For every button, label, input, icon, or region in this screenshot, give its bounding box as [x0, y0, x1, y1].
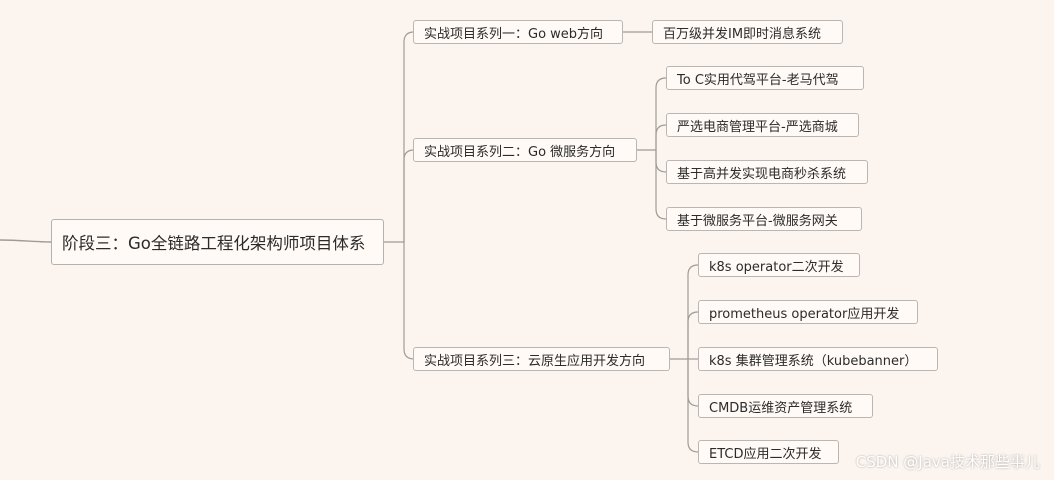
leaf-node-label: ETCD应用二次开发	[709, 446, 822, 462]
leaf-node-label: 严选电商管理平台-严选商城	[677, 119, 838, 135]
branch-node-3[interactable]: 实战项目系列三：云原生应用开发方向	[413, 347, 670, 371]
branch-node-label: 实战项目系列一：Go web方向	[424, 26, 604, 42]
connector-b2-c4	[655, 150, 667, 220]
connector-b2-c1	[655, 77, 667, 150]
leaf-node-label: k8s operator二次开发	[709, 259, 844, 275]
leaf-node-label: 基于高并发实现电商秒杀系统	[677, 166, 847, 182]
leaf-node-label: CMDB运维资产管理系统	[709, 400, 853, 416]
connector-b3-c4	[687, 359, 699, 407]
leaf-node-label: 基于微服务平台-微服务网关	[677, 213, 838, 229]
leaf-node-3-2[interactable]: prometheus operator应用开发	[698, 300, 918, 324]
branch-node-label: 实战项目系列二：Go 微服务方向	[424, 144, 616, 160]
leaf-node-3-3[interactable]: k8s 集群管理系统（kubebanner）	[698, 347, 938, 371]
leaf-node-label: k8s 集群管理系统（kubebanner）	[709, 353, 918, 369]
root-node-label: 阶段三：Go全链路工程化架构师项目体系	[62, 234, 366, 253]
leaf-node-3-1[interactable]: k8s operator二次开发	[698, 253, 860, 277]
leaf-node-2-2[interactable]: 严选电商管理平台-严选商城	[666, 113, 859, 137]
connector-root-branch-3	[403, 242, 415, 360]
leaf-node-label: prometheus operator应用开发	[709, 306, 900, 322]
connector-root-branch-2	[403, 149, 415, 242]
leaf-node-3-4[interactable]: CMDB运维资产管理系统	[698, 394, 873, 418]
watermark: CSDN @Java技术那些事儿	[855, 453, 1040, 471]
branch-node-2[interactable]: 实战项目系列二：Go 微服务方向	[413, 138, 637, 162]
leaf-node-2-3[interactable]: 基于高并发实现电商秒杀系统	[666, 160, 868, 184]
leaf-node-label: 百万级并发IM即时消息系统	[663, 26, 822, 42]
branch-node-1[interactable]: 实战项目系列一：Go web方向	[413, 20, 623, 44]
connector-incoming	[0, 239, 52, 243]
connector-b2-c3	[655, 150, 667, 173]
connector-b3-c2	[687, 311, 699, 359]
root-node[interactable]: 阶段三：Go全链路工程化架构师项目体系	[51, 219, 384, 265]
leaf-node-label: To C实用代驾平台-老马代驾	[677, 72, 839, 88]
leaf-node-2-4[interactable]: 基于微服务平台-微服务网关	[666, 207, 862, 231]
leaf-node-2-1[interactable]: To C实用代驾平台-老马代驾	[666, 66, 864, 90]
connector-b3-c5	[687, 359, 699, 453]
branch-node-label: 实战项目系列三：云原生应用开发方向	[424, 353, 646, 369]
connector-b3-c1	[687, 264, 699, 359]
connector-root-branch-1	[384, 31, 415, 243]
connector-b2-c2	[655, 124, 667, 150]
leaf-node-1-1[interactable]: 百万级并发IM即时消息系统	[652, 20, 843, 44]
leaf-node-3-5[interactable]: ETCD应用二次开发	[698, 440, 839, 464]
